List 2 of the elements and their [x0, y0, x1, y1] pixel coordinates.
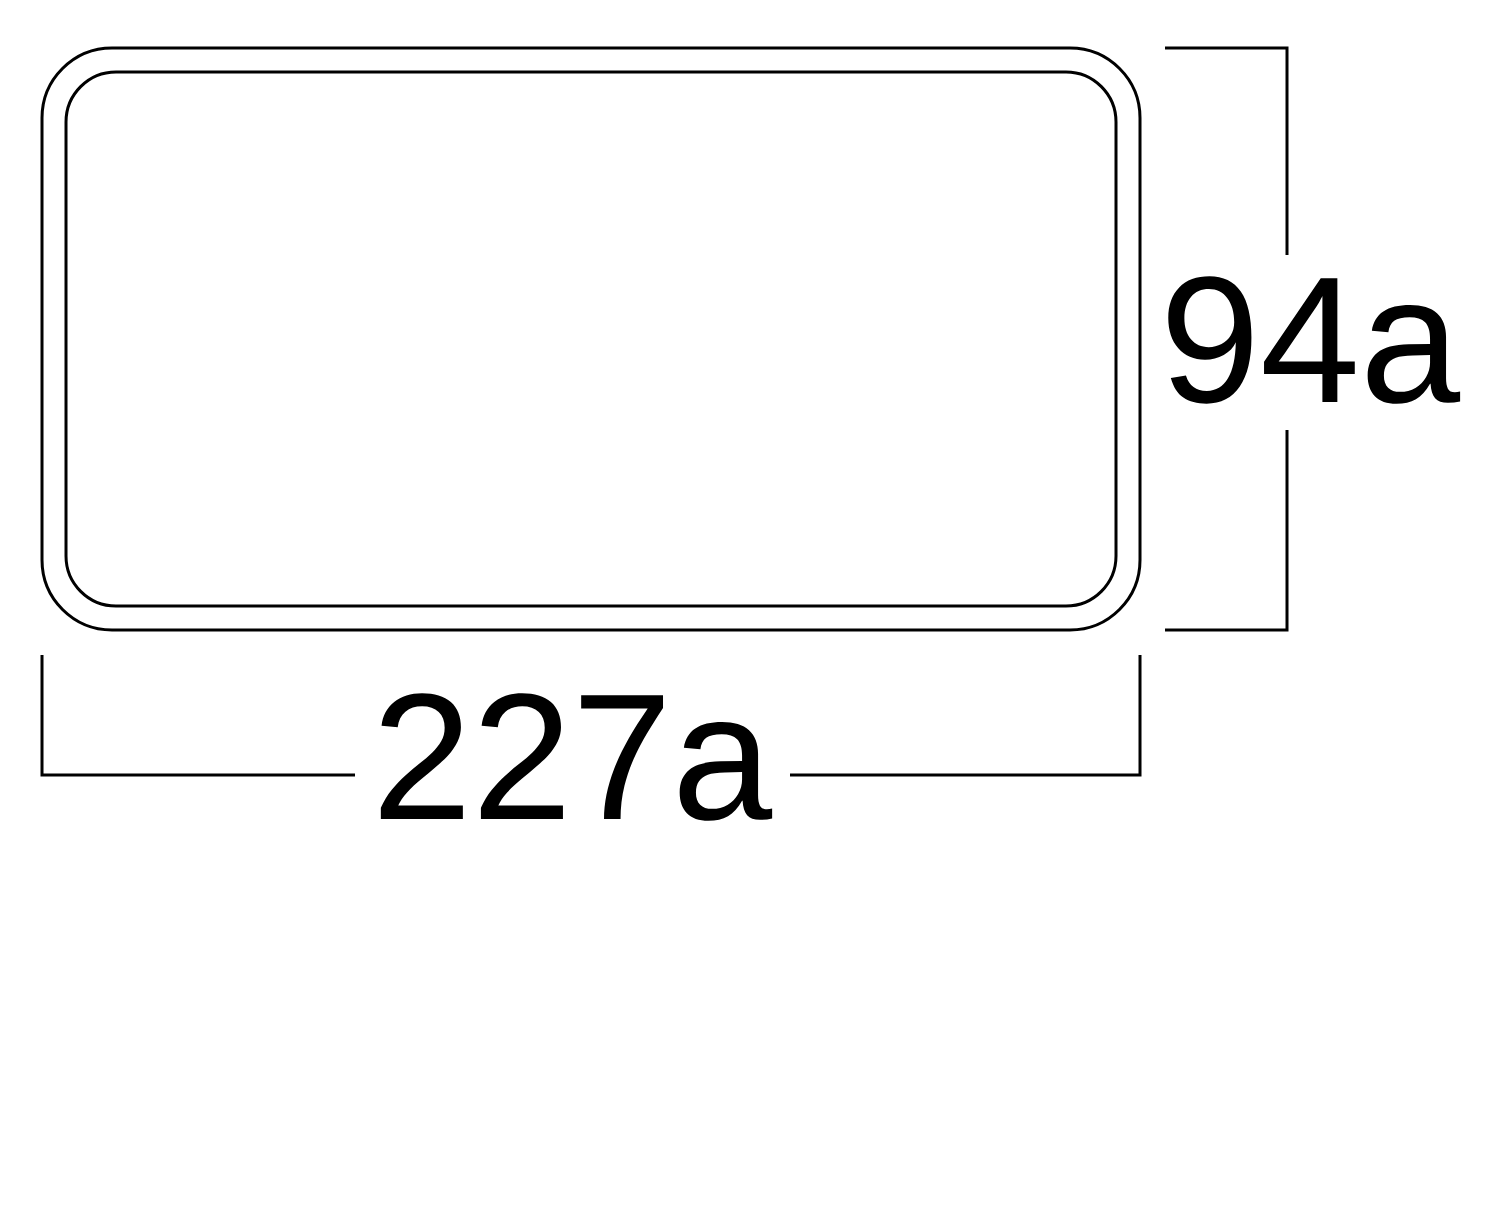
dimension-label: 227a — [380, 693, 773, 821]
dimension-label: 94a — [1168, 276, 1461, 404]
